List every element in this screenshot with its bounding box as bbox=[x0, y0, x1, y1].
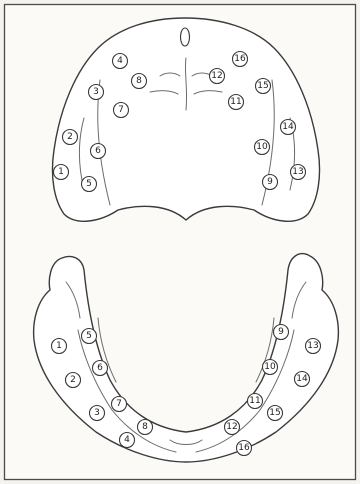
upper-marker-15-label: 15 bbox=[257, 81, 268, 91]
lower-marker-13-label: 13 bbox=[307, 341, 318, 351]
lower-marker-14: 14 bbox=[295, 372, 310, 387]
upper-marker-6-label: 6 bbox=[95, 146, 101, 156]
upper-marker-14: 14 bbox=[281, 120, 296, 135]
lower-marker-7: 7 bbox=[112, 397, 127, 412]
lower-marker-16-label: 16 bbox=[238, 443, 250, 453]
upper-marker-14-label: 14 bbox=[282, 122, 294, 132]
lower-marker-13: 13 bbox=[306, 339, 321, 354]
upper-marker-13-label: 13 bbox=[292, 167, 303, 177]
upper-marker-1: 1 bbox=[54, 165, 69, 180]
lower-marker-8-label: 8 bbox=[142, 422, 148, 432]
upper-marker-8-label: 8 bbox=[136, 76, 142, 86]
upper-marker-10: 10 bbox=[255, 140, 270, 155]
upper-marker-3-label: 3 bbox=[93, 87, 99, 97]
upper-marker-12-label: 12 bbox=[211, 71, 222, 81]
lower-marker-16: 16 bbox=[237, 441, 252, 456]
upper-marker-16-label: 16 bbox=[234, 54, 246, 64]
upper-marker-15: 15 bbox=[256, 79, 271, 94]
lower-marker-3-label: 3 bbox=[94, 408, 100, 418]
upper-marker-9-label: 9 bbox=[267, 177, 273, 187]
lower-marker-15-label: 15 bbox=[269, 408, 280, 418]
lower-marker-7-label: 7 bbox=[116, 399, 122, 409]
lower-marker-11-label: 11 bbox=[249, 396, 260, 406]
upper-marker-5-label: 5 bbox=[86, 179, 92, 189]
lower-marker-9-label: 9 bbox=[278, 327, 284, 337]
upper-marker-2-label: 2 bbox=[67, 132, 73, 142]
lower-marker-6: 6 bbox=[93, 361, 108, 376]
upper-marker-6: 6 bbox=[91, 144, 106, 159]
lower-marker-5: 5 bbox=[82, 329, 97, 344]
lower-marker-1-label: 1 bbox=[56, 341, 62, 351]
upper-marker-2: 2 bbox=[63, 130, 78, 145]
lower-marker-4: 4 bbox=[120, 433, 135, 448]
upper-marker-5: 5 bbox=[82, 177, 97, 192]
upper-marker-11: 11 bbox=[229, 95, 244, 110]
upper-marker-11-label: 11 bbox=[230, 97, 241, 107]
lower-marker-2: 2 bbox=[66, 373, 81, 388]
incisive-papilla bbox=[181, 28, 190, 46]
lower-marker-5-label: 5 bbox=[86, 331, 92, 341]
lower-marker-4-label: 4 bbox=[124, 435, 130, 445]
lower-marker-11: 11 bbox=[248, 394, 263, 409]
upper-marker-7: 7 bbox=[114, 103, 129, 118]
lower-marker-2-label: 2 bbox=[70, 375, 76, 385]
upper-marker-1-label: 1 bbox=[58, 167, 64, 177]
upper-marker-8: 8 bbox=[132, 74, 147, 89]
upper-marker-12: 12 bbox=[210, 69, 225, 84]
lower-marker-14-label: 14 bbox=[296, 374, 308, 384]
lower-marker-10-label: 10 bbox=[264, 362, 276, 372]
upper-marker-9: 9 bbox=[263, 175, 278, 190]
lower-marker-12-label: 12 bbox=[226, 422, 237, 432]
upper-marker-4: 4 bbox=[113, 54, 128, 69]
lower-marker-6-label: 6 bbox=[97, 363, 103, 373]
lower-marker-3: 3 bbox=[90, 406, 105, 421]
upper-marker-4-label: 4 bbox=[117, 56, 123, 66]
upper-marker-16: 16 bbox=[233, 52, 248, 67]
upper-marker-10-label: 10 bbox=[256, 142, 268, 152]
upper-marker-13: 13 bbox=[291, 165, 306, 180]
upper-marker-3: 3 bbox=[89, 85, 104, 100]
lower-marker-1: 1 bbox=[52, 339, 67, 354]
lower-marker-10: 10 bbox=[263, 360, 278, 375]
lower-marker-9: 9 bbox=[274, 325, 289, 340]
lower-marker-8: 8 bbox=[138, 420, 153, 435]
lower-marker-15: 15 bbox=[268, 406, 283, 421]
lower-marker-12: 12 bbox=[225, 420, 240, 435]
upper-marker-7-label: 7 bbox=[118, 105, 124, 115]
